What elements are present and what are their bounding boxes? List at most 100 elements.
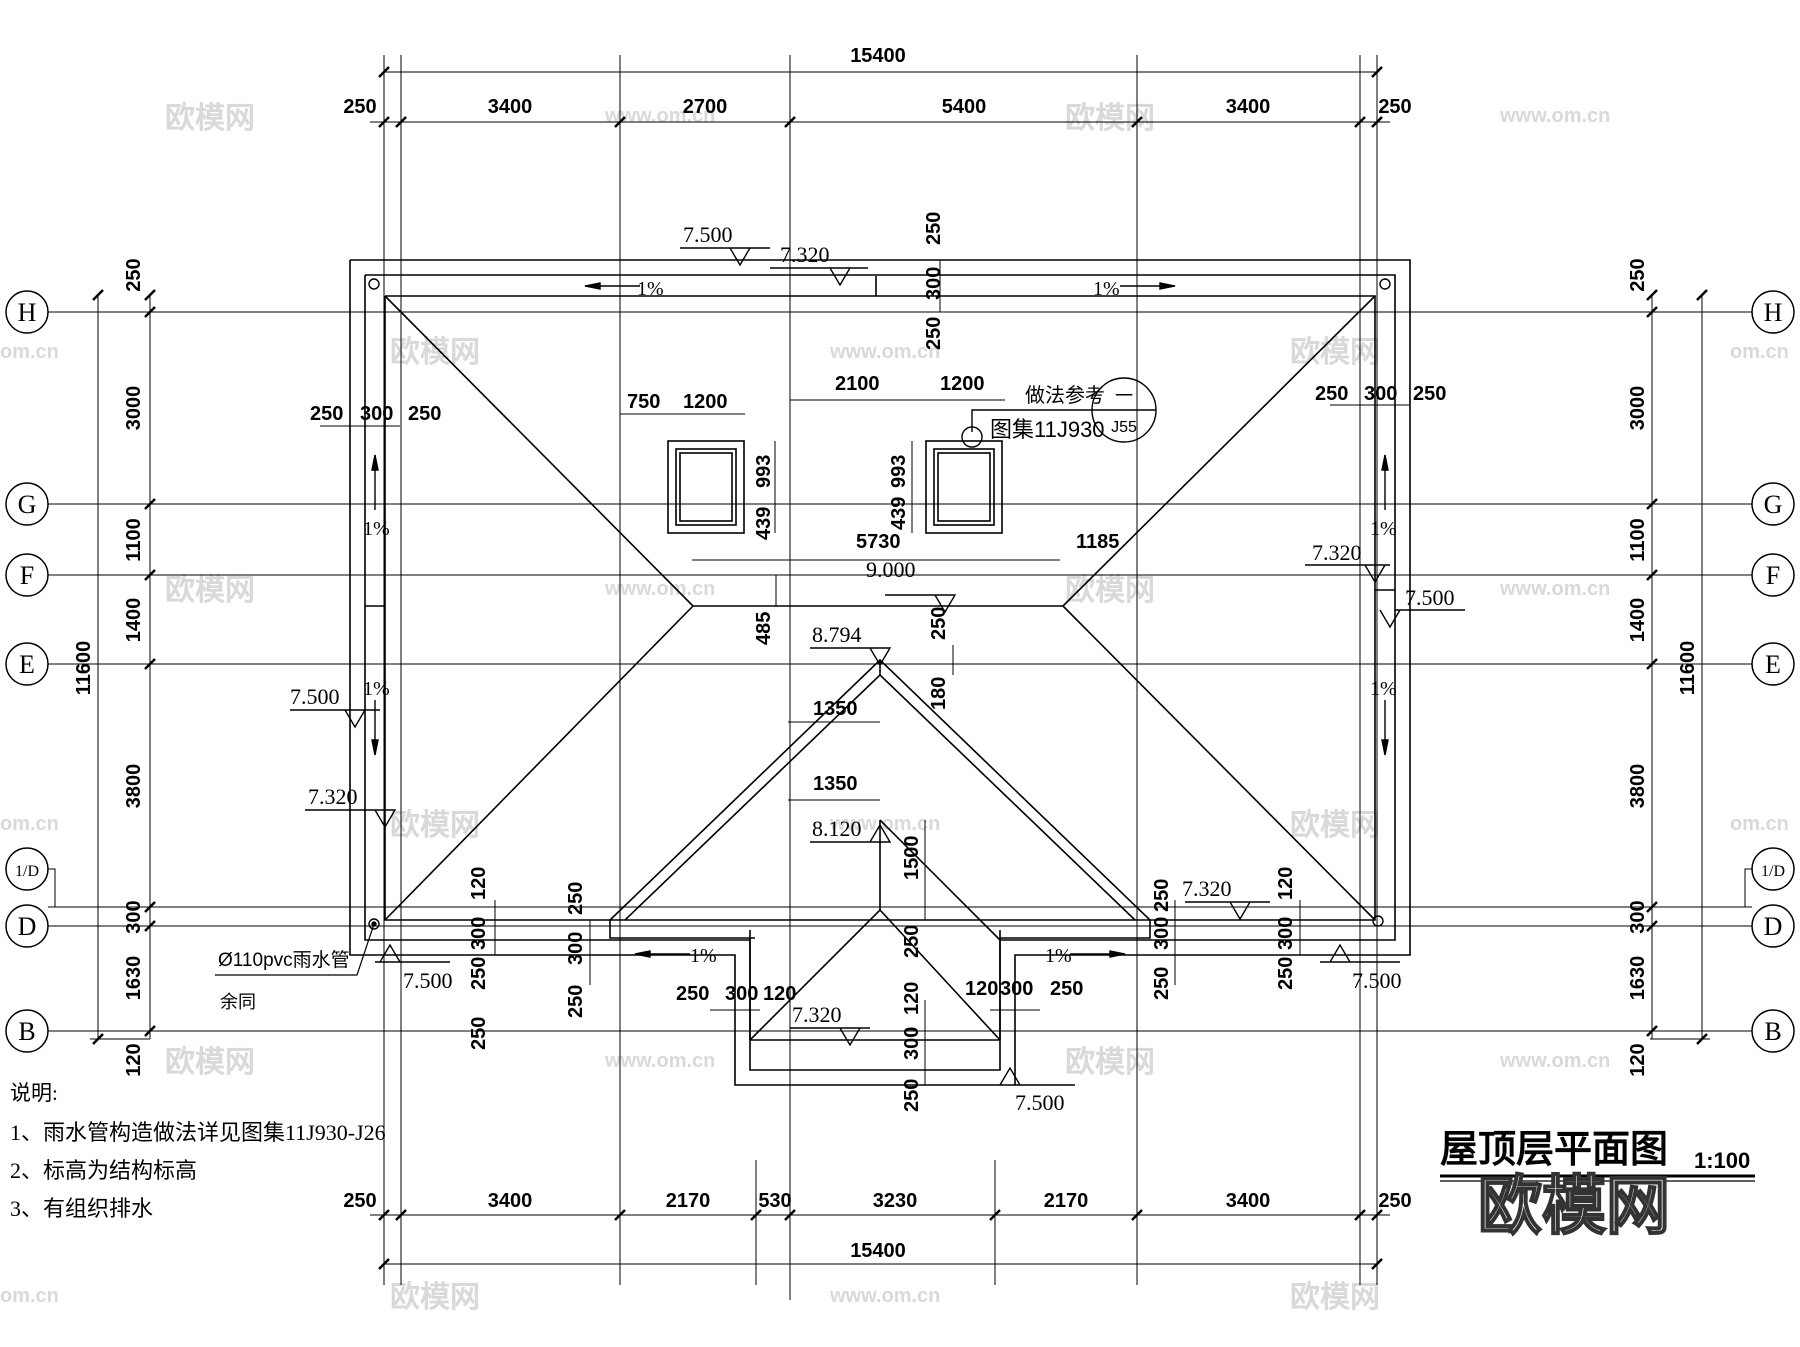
dim-right: 120 (1627, 1043, 1649, 1076)
axis-bubble (5, 1009, 49, 1053)
inner-dim: 1350 (813, 698, 858, 720)
elevation-label: 7.320 (792, 1002, 842, 1027)
inner-dim: 300 (565, 932, 587, 965)
elevation-label: 7.500 (683, 222, 733, 247)
inner-dim: 993 (888, 455, 910, 488)
axis-label: E (19, 650, 35, 679)
axis-label: F (1766, 561, 1780, 590)
watermark: om.cn (1730, 813, 1789, 835)
watermark-logo: 欧模网 (1478, 1170, 1670, 1242)
inner-dim: 250 (928, 607, 950, 640)
inner-dim: 120 (763, 983, 796, 1005)
hip-lines (384, 295, 1376, 1041)
drawing-scale: 1:100 (1694, 1148, 1750, 1173)
slope-label: 1% (1045, 945, 1072, 967)
slope-label: 1% (637, 278, 664, 300)
elevation-label: 8.794 (812, 622, 862, 647)
axis-bubble (5, 482, 49, 526)
dim-left: 1630 (123, 956, 145, 1001)
dim-right: 1400 (1627, 598, 1649, 643)
dim-right: 3000 (1627, 386, 1649, 431)
dim-bottom: 3400 (1226, 1190, 1271, 1212)
dim-total-bottom: 15400 (850, 1240, 906, 1262)
watermark: 欧模网 (1290, 1281, 1380, 1314)
watermark: 欧模网 (390, 336, 480, 369)
dim-right: 1100 (1627, 518, 1649, 561)
inner-dim: 120 (468, 867, 490, 900)
inner-dim: 300 (1275, 917, 1297, 950)
dim-bottom: 3400 (488, 1190, 533, 1212)
axis-label: H (1764, 298, 1783, 327)
inner-dim: 439 (888, 497, 910, 530)
dim-top: 5400 (942, 96, 987, 118)
dim-total-top: 15400 (850, 45, 906, 67)
slope-label: 1% (1370, 518, 1397, 540)
elevation-label: 7.500 (403, 968, 453, 993)
reference-callout (961, 377, 1157, 448)
dim-bottom: 2170 (666, 1190, 711, 1212)
inner-dim: 1350 (813, 773, 858, 795)
inner-dim: 120 (901, 982, 923, 1015)
elevation-label: 7.500 (290, 684, 340, 709)
dim-left: 120 (123, 1043, 145, 1076)
drawing-title-block: 屋顶层平面图 1:100 欧模网 (1440, 1129, 1755, 1243)
reference-note: 做法参考 (1025, 384, 1105, 407)
dim-total-right: 11600 (1677, 641, 1699, 696)
axis-label: D (18, 912, 37, 941)
slope-labels: 1% 1% 1% 1% 1% 1% 1% 1% (363, 278, 1397, 967)
inner-dim: 250 (468, 957, 490, 990)
downpipe (1372, 915, 1384, 927)
inner-dim: 250 (310, 403, 343, 425)
roof-outline (349, 259, 1411, 1086)
dimension-texts: 15400 250 3400 2700 5400 3400 250 250 34… (343, 45, 1411, 1262)
inner-dim: 250 (565, 882, 587, 915)
axis-label: G (1764, 490, 1783, 519)
dim-left: 1100 (123, 518, 145, 561)
dim-top: 250 (1378, 96, 1411, 118)
note-item: 2、标高为结构标高 (10, 1158, 197, 1183)
inner-dim: 300 (901, 1027, 923, 1060)
inner-dim: 750 (627, 391, 660, 413)
axis-label: 1/D (1761, 863, 1785, 880)
inner-dim: 300 (1151, 917, 1173, 950)
watermark: om.cn (1730, 341, 1789, 363)
watermark: 欧模网 (165, 102, 255, 135)
inner-dim: 1500 (901, 836, 923, 881)
dim-bottom: 2170 (1044, 1190, 1089, 1212)
inner-dim: 250 (1050, 978, 1083, 1000)
dim-top: 2700 (683, 96, 728, 118)
reference-atlas: 图集11J930 (990, 417, 1105, 442)
dim-left: 3000 (123, 386, 145, 431)
slope-label: 1% (690, 945, 717, 967)
dim-left: 300 (123, 900, 145, 933)
elevation-label: 7.320 (308, 784, 358, 809)
slope-arrows (371, 282, 1389, 958)
elevation-label: 7.500 (1352, 968, 1402, 993)
watermark: 欧模网 (1290, 809, 1380, 842)
inner-dim: 120 (965, 978, 998, 1000)
elevation-label: 9.000 (866, 557, 916, 582)
axis-label: 1/D (15, 863, 39, 880)
watermark: www.om.cn (604, 1050, 715, 1072)
axis-bubble (5, 642, 49, 686)
inner-dim: 2100 (835, 373, 880, 395)
elevation-label: 7.320 (1182, 876, 1232, 901)
watermark: 欧模网 (1290, 336, 1380, 369)
watermark: 欧模网 (390, 809, 480, 842)
axis-label: B (1764, 1017, 1781, 1046)
inner-dim: 250 (923, 212, 945, 245)
pipe-same-note: 余同 (220, 992, 256, 1012)
elevation-label: 7.500 (1015, 1090, 1065, 1115)
inner-dim: 1185 (1076, 531, 1119, 553)
watermark: 欧模网 (390, 1281, 480, 1314)
dim-left: 1400 (123, 598, 145, 643)
inner-dim: 993 (753, 455, 775, 488)
inner-dim: 250 (1315, 383, 1348, 405)
axis-bubble (1751, 1009, 1795, 1053)
axis-bubble (1751, 553, 1795, 597)
slope-label: 1% (363, 518, 390, 540)
drawing-title: 屋顶层平面图 (1440, 1129, 1668, 1171)
axis-label: G (18, 490, 37, 519)
inner-dim: 250 (676, 983, 709, 1005)
